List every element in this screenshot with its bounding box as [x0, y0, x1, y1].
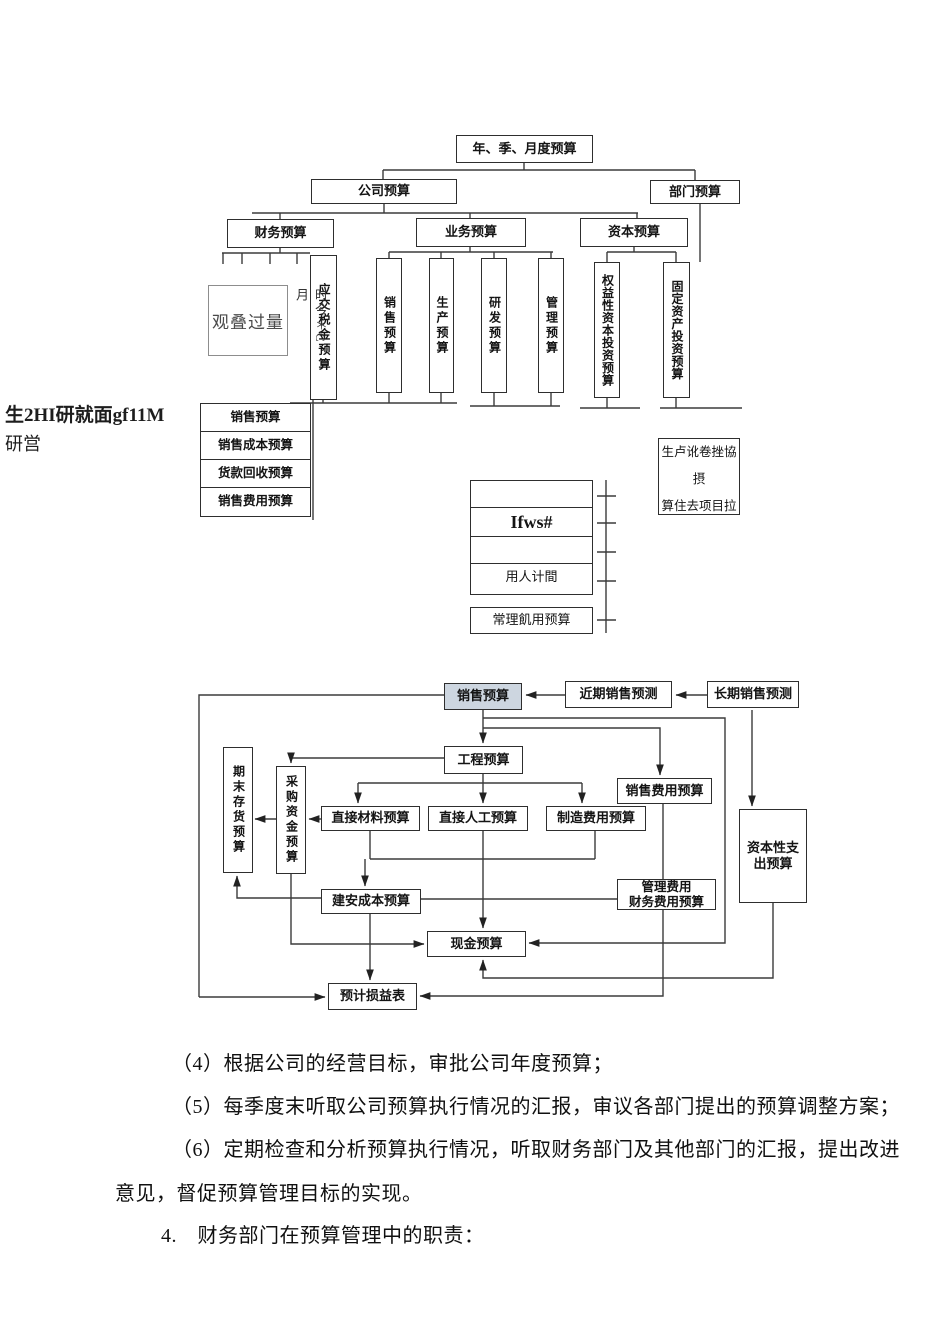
node-selling-expense-budget: 销售费用预算	[617, 778, 712, 804]
node-production-budget-vertical: 生产预算	[429, 258, 454, 393]
node-engineering-budget: 工程预算	[444, 746, 523, 774]
node-year-quarter-month-budget: 年、季、月度预算	[456, 135, 593, 163]
paragraph-item-6: （6）定期检查和分析预算执行情况，听取财务部门及其他部门的汇报，提出改进	[172, 1139, 900, 1161]
node-financial-budget: 财务预算	[227, 219, 334, 248]
mid-stack-table: Ifws# 用人计間	[470, 480, 593, 595]
node-fixed-asset-investment-budget-vertical: 固定资产投资预算	[663, 262, 690, 398]
node-sales-budget: 销售预算	[444, 683, 522, 710]
node-cash-budget: 现金预算	[427, 931, 526, 957]
node-equity-investment-budget-vertical: 权益性资本投资预算	[594, 262, 620, 398]
node-sales-budget-stack: 销售预算	[200, 403, 311, 432]
paragraph-item-6-continued: 意见，督促预算管理目标的实现。	[115, 1183, 423, 1205]
node-management-budget-vertical: 管理预算	[538, 258, 564, 393]
scan-noise-text-line1: 生2HI研就面gf11M	[5, 405, 165, 426]
node-purchase-funds-budget: 采购资金预算	[276, 766, 306, 874]
node-tax-payable-budget: 应交税金预算	[310, 255, 337, 400]
node-company-budget: 公司预算	[311, 179, 457, 204]
node-sales-budget-vertical: 销售预算	[376, 258, 402, 393]
node-payment-collection-budget: 货款回收预算	[200, 459, 311, 488]
node-business-budget: 业务预算	[416, 218, 526, 247]
paragraph-item-5: （5）每季度末听取公司预算执行情况的汇报，审议各部门提出的预算调整方案；	[172, 1096, 900, 1118]
node-regular-expense-budget: 常理飢用预算	[470, 607, 593, 634]
node-recent-sales-forecast: 近期销售预测	[565, 681, 672, 708]
node-manufacturing-overhead-budget: 制造费用预算	[546, 806, 646, 831]
node-department-budget: 部门预算	[650, 180, 740, 204]
node-sales-expense-budget-stack: 销售费用预算	[200, 487, 311, 517]
node-capital-expenditure-budget: 资本性支 出预算	[739, 809, 807, 903]
node-direct-materials-budget: 直接材料预算	[321, 806, 420, 831]
node-direct-labor-budget: 直接人工预算	[428, 806, 528, 831]
overlay-side-text: 时今＊C月	[294, 288, 328, 344]
mid-stack-divider-1	[471, 507, 592, 508]
mid-stack-row2-label: Ifws#	[510, 512, 553, 532]
paragraph-heading-4: 4. 财务部门在预算管理中的职责：	[161, 1225, 485, 1247]
paragraph-item-4: （4）根据公司的经营目标，审批公司年度预算；	[172, 1053, 613, 1075]
mid-stack-divider-3	[471, 563, 592, 564]
node-admin-finance-expense-budget: 管理费用 财务费用预算	[617, 879, 716, 910]
node-capital-budget: 资本预算	[580, 218, 688, 247]
mid-stack-row4-label: 用人计間	[505, 569, 558, 584]
node-ending-inventory-budget: 期末存货预算	[223, 747, 253, 873]
mid-stack-divider-2	[471, 536, 592, 537]
node-sales-cost-budget: 销售成本预算	[200, 431, 311, 460]
right-noise-line1: 生卢讹卷挫協摂	[661, 445, 737, 486]
node-rd-budget-vertical: 研发预算	[481, 258, 507, 393]
overlay-artifact-box: 观叠过量	[208, 285, 288, 356]
right-noise-line2: 算住去项目拉誓	[661, 499, 737, 513]
right-noise-box: 生卢讹卷挫協摂 算住去项目拉誓 常量㛢日拽普预	[658, 438, 740, 515]
node-projected-income-statement: 预计损益表	[328, 983, 417, 1010]
scan-noise-text-line2: 研営	[5, 434, 41, 454]
node-longterm-sales-forecast: 长期销售预测	[707, 681, 799, 708]
node-construction-cost-budget: 建安成本预算	[321, 889, 421, 914]
